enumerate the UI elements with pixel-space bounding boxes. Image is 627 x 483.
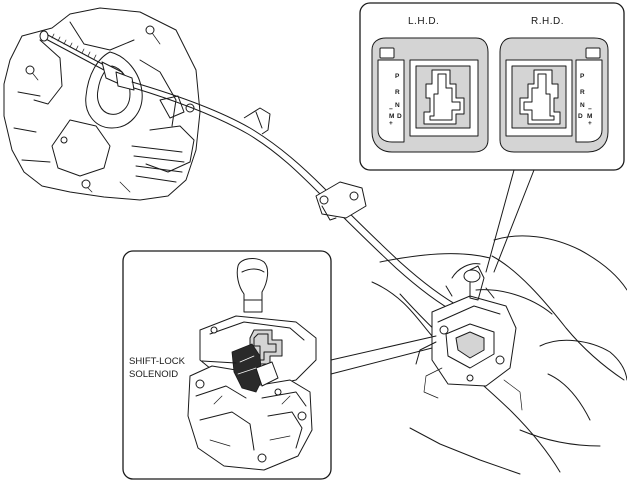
rhd-gate-p: P [580, 73, 585, 80]
rhd-gate-n: N [580, 102, 585, 109]
rhd-gate-plus: + [588, 120, 592, 127]
gate-inset [359, 2, 625, 273]
rhd-shift-panel [499, 37, 609, 153]
shift-lock-inset [122, 250, 437, 480]
rhd-gate-minus: − [588, 106, 592, 113]
rhd-gate-r: R [580, 89, 585, 96]
lhd-gate-m: M [389, 113, 395, 120]
center-console [371, 235, 627, 475]
rhd-gate-d: D [578, 113, 583, 120]
transaxle-assembly [3, 7, 201, 201]
lhd-gate-minus: − [389, 106, 393, 113]
lhd-shift-panel [371, 37, 489, 153]
lhd-gate-p: P [395, 73, 400, 80]
lhd-gate-r: R [395, 89, 400, 96]
lhd-gate-d: D [397, 113, 402, 120]
rhd-label: R.H.D. [531, 16, 564, 27]
selector-cable [39, 30, 463, 315]
shift-lock-label: SHIFT-LOCK [129, 356, 185, 367]
rhd-gate-m: M [587, 113, 593, 120]
solenoid-label: SOLENOID [129, 369, 179, 380]
lhd-label: L.H.D. [408, 16, 440, 27]
lhd-gate-n: N [395, 102, 400, 109]
lhd-gate-plus: + [389, 120, 393, 127]
